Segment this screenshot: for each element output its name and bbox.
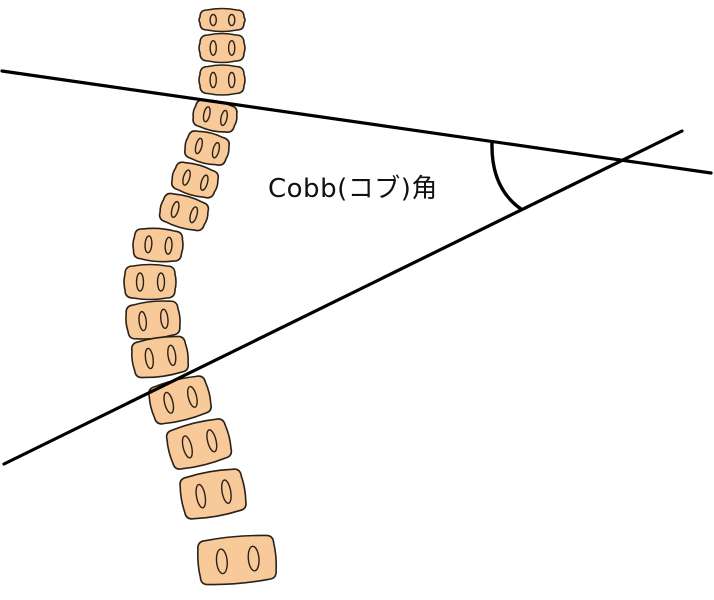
- pedicle-oval: [144, 347, 155, 370]
- vertebra-body: [170, 161, 220, 199]
- pedicle-oval: [209, 71, 218, 89]
- pedicle-oval: [247, 545, 260, 572]
- pedicle-oval: [144, 235, 153, 254]
- upper-endplate-line: [0, 69, 713, 175]
- vertebra-body: [184, 130, 230, 166]
- pedicle-oval: [220, 479, 232, 504]
- vertebra-body: [198, 7, 246, 33]
- lower-endplate-line: [2, 129, 684, 466]
- pedicle-oval: [194, 137, 204, 155]
- spine: [123, 7, 278, 586]
- vertebra-body: [179, 468, 247, 520]
- vertebra: [125, 300, 181, 340]
- pedicle-oval: [219, 109, 229, 127]
- pedicle-oval: [181, 435, 193, 459]
- pedicle-oval: [135, 272, 145, 292]
- pedicle-oval: [170, 200, 180, 219]
- vertebra: [198, 64, 246, 96]
- vertebra: [170, 161, 220, 199]
- vertebra: [132, 227, 184, 263]
- vertebra: [130, 335, 190, 379]
- pedicle-oval: [156, 272, 166, 292]
- pedicle-oval: [159, 308, 169, 329]
- cobb-angle-label: Cobb(コブ)角: [268, 174, 438, 204]
- pedicle-oval: [164, 236, 173, 255]
- vertebra: [123, 263, 177, 301]
- vertebra-body: [148, 375, 212, 425]
- pedicle-oval: [167, 344, 177, 367]
- vertebra-body: [165, 418, 233, 470]
- pedicle-oval: [209, 39, 218, 57]
- pedicle-oval: [195, 483, 207, 509]
- vertebra-body: [130, 335, 190, 379]
- cobb-angle-arc: [490, 141, 523, 211]
- pedicle-oval: [227, 13, 236, 27]
- vertebra-body: [198, 32, 246, 64]
- pedicle-oval: [202, 106, 211, 123]
- pedicle-oval: [206, 429, 218, 453]
- vertebra: [198, 7, 246, 33]
- pedicle-oval: [227, 39, 236, 57]
- pedicle-oval: [189, 206, 199, 224]
- vertebra-body: [192, 99, 238, 133]
- vertebra: [192, 99, 238, 133]
- pedicle-oval: [209, 13, 218, 27]
- vertebra-body: [123, 263, 177, 301]
- pedicle-oval: [163, 391, 175, 414]
- vertebra: [165, 418, 233, 470]
- pedicle-oval: [138, 310, 148, 332]
- vertebra-body: [125, 300, 181, 340]
- pedicle-oval: [227, 71, 236, 89]
- vertebra: [148, 375, 212, 425]
- pedicle-oval: [215, 548, 228, 575]
- vertebra: [196, 534, 278, 586]
- vertebra: [179, 468, 247, 520]
- pedicle-oval: [199, 174, 209, 191]
- vertebra-body: [158, 192, 210, 232]
- pedicle-oval: [186, 385, 198, 408]
- vertebra-body: [196, 534, 278, 586]
- pedicle-oval: [211, 141, 221, 159]
- vertebra: [158, 192, 210, 232]
- vertebra-body: [198, 64, 246, 96]
- vertebra: [184, 130, 230, 166]
- vertebra-body: [132, 227, 184, 263]
- vertebra: [198, 32, 246, 64]
- pedicle-oval: [182, 169, 191, 186]
